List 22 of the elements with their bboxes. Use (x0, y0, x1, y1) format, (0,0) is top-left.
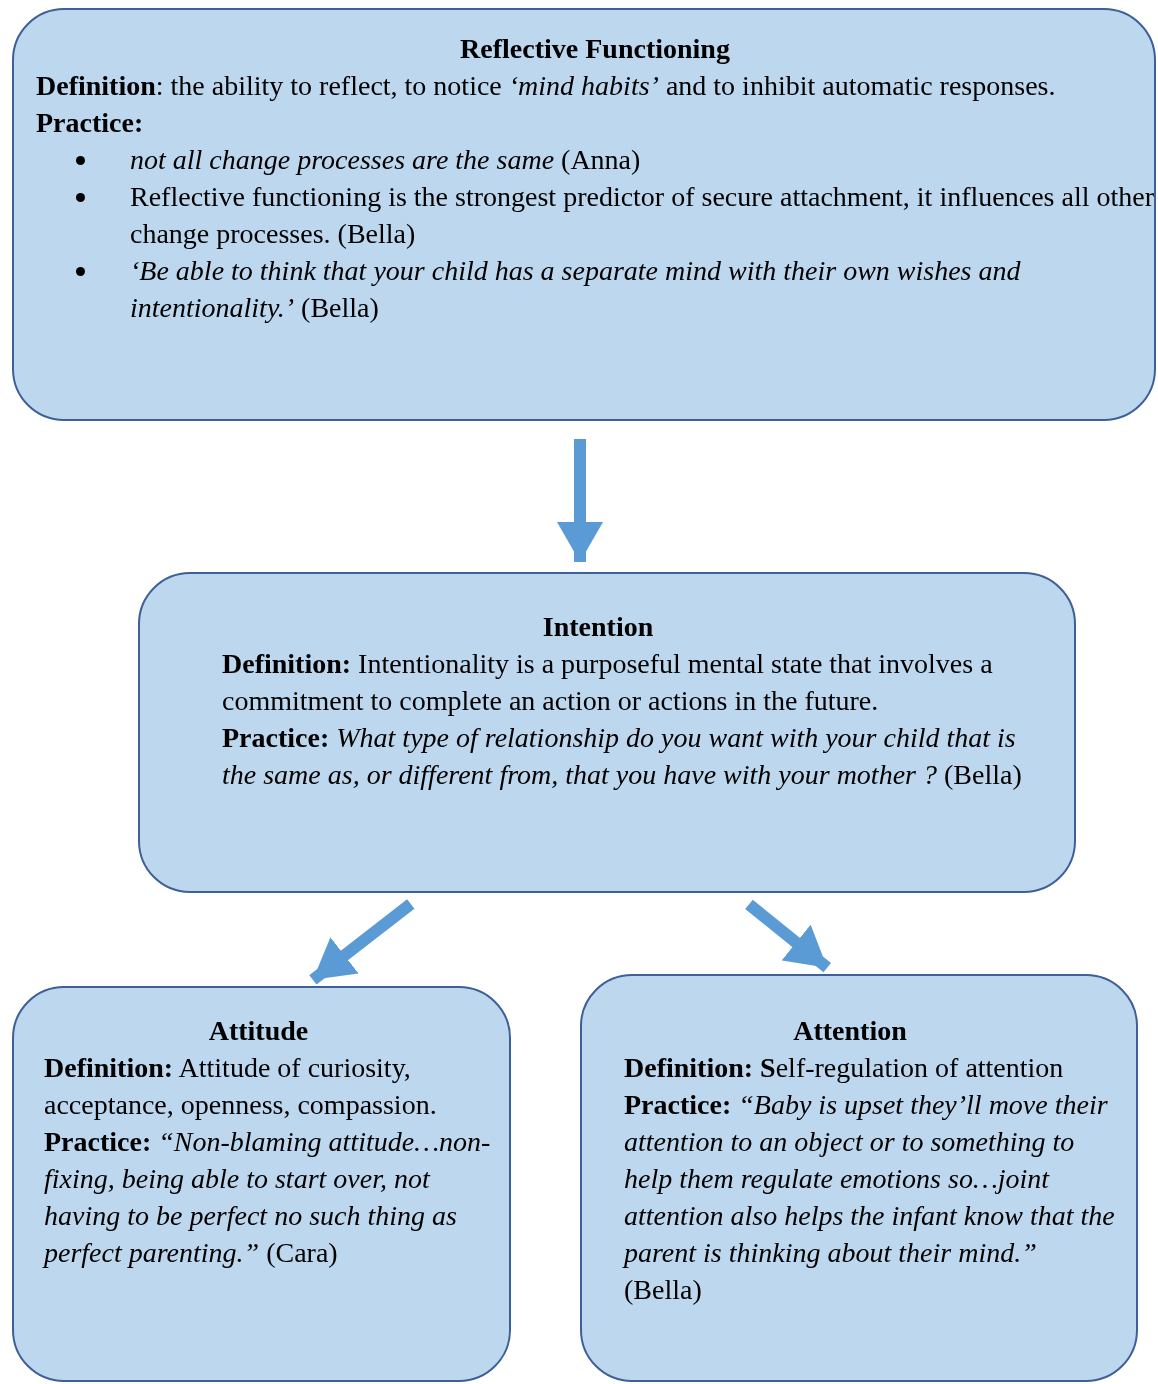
paragraph: Definition: Self-regulation of attention (624, 1051, 1065, 1085)
arrow (557, 439, 603, 562)
rounded-box (580, 974, 1138, 1382)
bullet-text: not all change processes are the same (Anna) (130, 143, 642, 177)
box-heading: Reflective Functioning (459, 32, 731, 66)
bullet-text: ‘Be able to think that your child has a separate mind with their own wishes and intentionality.’ (Bella) (130, 254, 1022, 325)
paragraph: Practice: “Baby is upset they’ll move their attention to an object or to something to help them regulate emotions so…joint attention also helps the infant know that the parent is thinking about their mind.” (Bella) (624, 1088, 1116, 1307)
rounded-box (12, 8, 1156, 421)
paragraph: Definition: the ability to reflect, to notice ‘mind habits’ and to inhibit automatic responses. (36, 69, 1057, 103)
bullet-text: Reflective functioning is the strongest predictor of secure attachment, it influences all other change processes. (Bella) (130, 180, 1154, 251)
rounded-box (138, 572, 1076, 893)
paragraph: Definition: Attitude of curiosity, acceptance, openness, compassion. (44, 1051, 438, 1122)
arrow (745, 899, 831, 973)
box-heading: Intention (541, 610, 655, 644)
box-heading: Attention (792, 1014, 908, 1048)
rounded-box (12, 986, 511, 1382)
paragraph: Practice: “Non-blaming attitude…non-fixing, being able to start over, not having to be perfect no such thing as perfect parenting.” (Cara) (44, 1125, 492, 1270)
arrow (309, 899, 415, 985)
section-label: Practice: (36, 106, 145, 140)
paragraph: Practice: What type of relationship do you want with your child that is the same as, or different from, that you have with your mother ? (Bella) (222, 721, 1023, 792)
box-heading: Attitude (207, 1014, 310, 1048)
paragraph: Definition: Intentionality is a purposeful mental state that involves a commitment to complete an action or actions in the future. (222, 647, 994, 718)
